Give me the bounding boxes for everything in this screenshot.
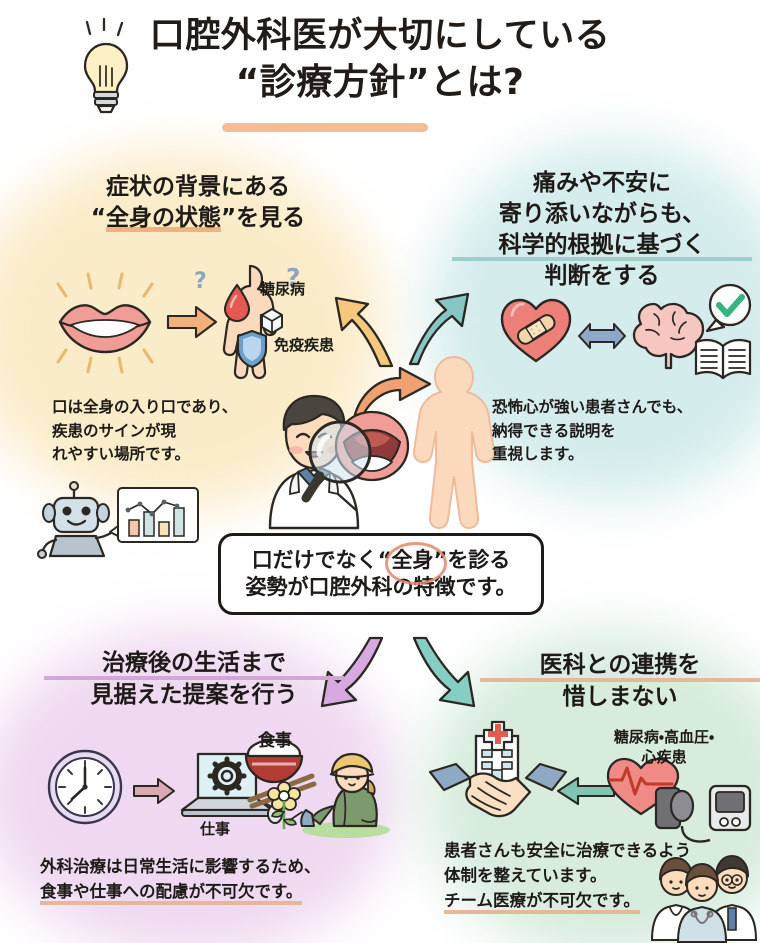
heading-top-right-line-1: 痛みや不安に [533, 170, 671, 196]
heading-top-left-line-2: “全身の状態”を見る [48, 203, 348, 234]
title-line-2: “診療方針”とは? [0, 60, 760, 107]
curved-arrow-up-left-icon [334, 296, 394, 368]
cb-emphasis: 全身 [384, 541, 447, 586]
heading-bottom-left-line-1: 治療後の生活まで [44, 648, 344, 680]
lightbulb-icon [83, 17, 129, 114]
heading-top-right-line-4: 判断をする [544, 263, 660, 290]
curved-arrow-icon [352, 366, 432, 420]
sugar-cube-icon [261, 308, 283, 334]
laptop-gear-icon [180, 752, 283, 824]
double-arrow-icon [578, 323, 626, 349]
body-bottom-left: 外科治療は日常生活に影響するため、 食事や仕事への配慮が不可欠です。 [40, 854, 321, 905]
body-bottom-left-line-1: 外科治療は日常生活に影響するため、 [40, 857, 321, 876]
condition-label-line-2: 心疾患 [641, 747, 687, 766]
blood-drop-icon [223, 283, 251, 323]
body-top-left-line-3: れやすい場所です。 [52, 445, 190, 464]
svg-text:?: ? [194, 269, 207, 294]
center-box-line-2: 姿勢が口腔外科の特徴です。 [245, 575, 517, 599]
curved-arrow-up-right-icon [408, 292, 470, 366]
body-top-right-line-2: 納得できる説明を [492, 421, 616, 440]
tl-quote-open: “ [90, 204, 106, 231]
clock-icon [47, 749, 123, 825]
cb-post: を診る [447, 547, 511, 572]
body-top-right-line-3: 重視します。 [492, 445, 584, 464]
icon-label-meal: 食事 [258, 731, 292, 751]
heading-top-left-line-1: 症状の背景にある [106, 174, 290, 200]
body-bottom-right-line-3: チーム医療が不可欠です。 [444, 888, 640, 914]
title-underline [222, 123, 428, 132]
heading-top-right-line-3: 科学的根拠に基づく [452, 230, 752, 262]
icon-label-diabetes: 糖尿病 [260, 280, 306, 298]
magnifier-icon [301, 420, 372, 503]
body-top-left-line-2: 疾患のサインが現 [52, 421, 177, 440]
title-keyword: 診療方針 [259, 61, 406, 103]
curved-arrow-down-right-icon [412, 636, 476, 708]
body-silhouette-icon [412, 356, 496, 529]
curved-arrow-down-left-icon [320, 636, 384, 708]
open-book-icon [694, 339, 752, 380]
bar-chart-icon [109, 487, 199, 543]
icon-label-work: 仕事 [200, 820, 231, 838]
body-top-left: 口は全身の入り口であり、 疾患のサインが現 れやすい場所です。 [52, 396, 237, 467]
heading-bottom-left-line-2: 見据えた提案を行う [90, 681, 298, 708]
body-bottom-left-line-2: 食事や仕事への配慮が不可欠です。 [40, 879, 302, 905]
heart-bandage-icon [500, 298, 572, 363]
heading-bottom-right: 医科との連携を 惜しまない [480, 650, 760, 713]
tl-keyword: 全身の状態 [106, 204, 221, 231]
arrow-right-icon [133, 778, 175, 804]
question-mark-icon: ? [194, 269, 207, 294]
body-bottom-right-line-2: 体制を整えています。 [444, 866, 607, 886]
lips-icon [56, 272, 154, 374]
check-bubble-icon [705, 283, 752, 333]
body-bottom-right-line-1: 患者さんも安全に治療できるよう [444, 841, 692, 860]
heading-bottom-right-line-2: 惜しまない [562, 683, 678, 710]
gardener-icon [289, 752, 390, 838]
arrow-left-icon [556, 776, 616, 806]
flower-icon [267, 781, 301, 830]
medical-team-icon [650, 854, 758, 943]
body-bottom-right: 患者さんも安全に治療できるよう 体制を整えています。 チーム医療が不可欠です。 [444, 838, 691, 914]
body-top-right: 恐怖心が強い患者さんでも、 納得できる説明を 重視します。 [492, 396, 692, 467]
question-mark-icon: ? [286, 263, 301, 292]
heading-top-left: 症状の背景にある “全身の状態”を見る [48, 172, 348, 234]
page-title: 口腔外科医が大切にしている “診療方針”とは? [0, 14, 760, 106]
title-quote-open: “ [235, 61, 260, 103]
center-box-line-1: 口だけでなく“全身”を診る [251, 541, 511, 586]
body-top-left-line-1: 口は全身の入り口であり、 [52, 398, 238, 416]
title-line-1: 口腔外科医が大切にしている [149, 16, 611, 56]
svg-text:?: ? [286, 263, 301, 292]
handshake-icon [428, 762, 568, 818]
tl-tail: ”を見る [221, 204, 306, 231]
brain-icon [632, 302, 705, 370]
arrow-right-icon [166, 305, 218, 339]
rice-bowl-icon [244, 738, 304, 784]
blood-pressure-monitor-icon [654, 784, 752, 843]
shield-icon [236, 329, 268, 369]
heading-bottom-right-line-1: 医科との連携を [480, 650, 760, 682]
center-callout-box: 口だけでなく“全身”を診る 姿勢が口腔外科の特徴です。 [218, 533, 544, 615]
icon-label-immune-disease: 免疫疾患 [274, 336, 335, 354]
icon-labels-conditions: 糖尿病・高血圧・ 心疾患 [576, 728, 752, 767]
cb-pre: 口だけでなく [251, 547, 378, 572]
heading-bottom-left: 治療後の生活まで 見据えた提案を行う [44, 648, 344, 711]
title-quote-close: ” [405, 61, 430, 103]
robot-icon [37, 481, 122, 559]
heading-top-right: 痛みや不安に 寄り添いながらも、 科学的根拠に基づく 判断をする [452, 168, 752, 292]
heading-top-right-line-2: 寄り添いながらも、 [498, 200, 706, 227]
condition-label-line-1: 糖尿病・高血圧・ [613, 728, 715, 746]
body-top-right-line-1: 恐怖心が強い患者さんでも、 [492, 398, 693, 416]
title-tail: とは? [429, 61, 525, 103]
